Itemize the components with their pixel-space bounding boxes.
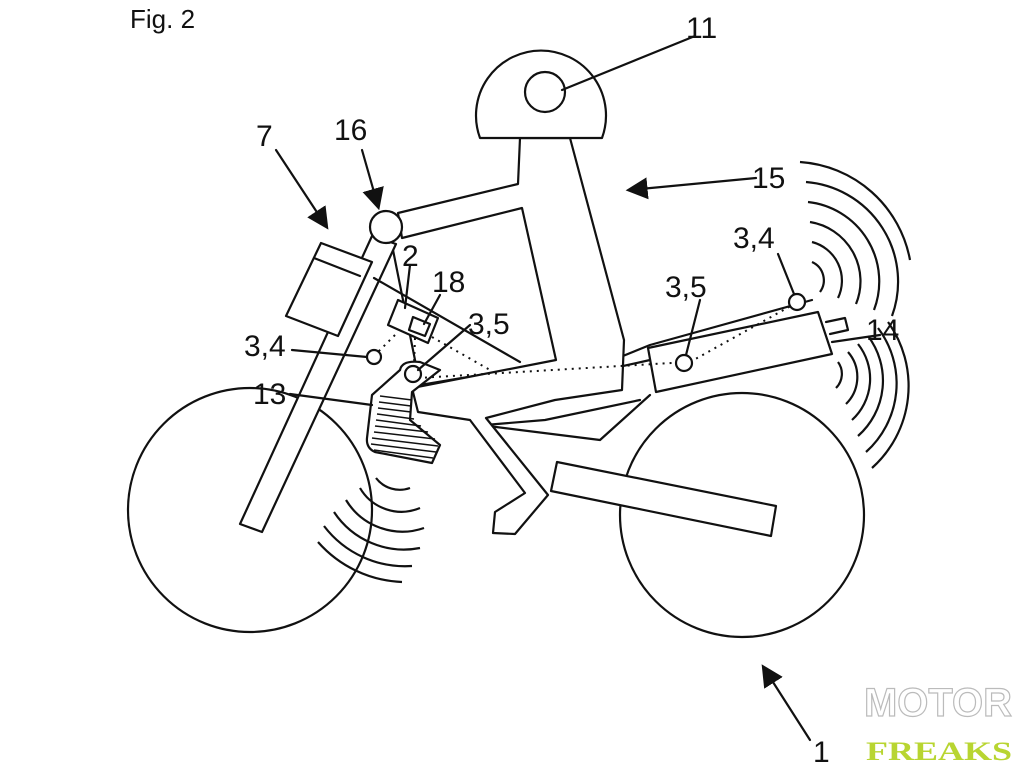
- watermark-line1: MOTOR: [864, 681, 1012, 725]
- handlebar-knob: [368, 209, 404, 245]
- tail-unit: [646, 310, 834, 394]
- watermark-line2: FREAKS: [866, 737, 1012, 766]
- label-7: 7: [256, 120, 273, 153]
- sound-waves-front: [317, 477, 425, 584]
- label-3-4-front: 3,4: [244, 330, 286, 363]
- sensor-rear-mid: [674, 353, 694, 373]
- headlight: [284, 241, 374, 338]
- label-16: 16: [334, 114, 367, 147]
- label-2: 2: [402, 240, 419, 273]
- sensor-front-left: [365, 348, 383, 366]
- label-15: 15: [752, 162, 785, 195]
- sound-waves-rear-lower: [835, 321, 910, 469]
- figure-title: Fig. 2: [130, 4, 195, 34]
- rear-wheel: [618, 391, 866, 639]
- sound-waves-rear-upper: [799, 160, 912, 317]
- swingarm: [549, 460, 778, 538]
- headlight-line: [312, 256, 362, 278]
- label-1: 1: [813, 736, 830, 768]
- leader-lines: [274, 34, 882, 742]
- label-3-5-rear: 3,5: [665, 271, 707, 304]
- motorfreaks-watermark: MOTOR FREAKS: [863, 680, 1012, 766]
- tail-stub: [824, 316, 850, 336]
- label-18: 18: [432, 266, 465, 299]
- label-11: 11: [686, 12, 717, 45]
- front-wheel: [126, 386, 374, 634]
- label-13: 13: [253, 378, 286, 411]
- label-3-5-front: 3,5: [468, 308, 510, 341]
- sensor-rear-right: [787, 292, 807, 312]
- rider-body: [396, 136, 626, 536]
- signal-lines: [377, 301, 799, 379]
- label-3-4-rear: 3,4: [733, 222, 775, 255]
- helmet-visor: [523, 70, 567, 114]
- engine: [365, 360, 442, 465]
- label-14: 14: [866, 314, 899, 347]
- frame-line: [372, 276, 522, 364]
